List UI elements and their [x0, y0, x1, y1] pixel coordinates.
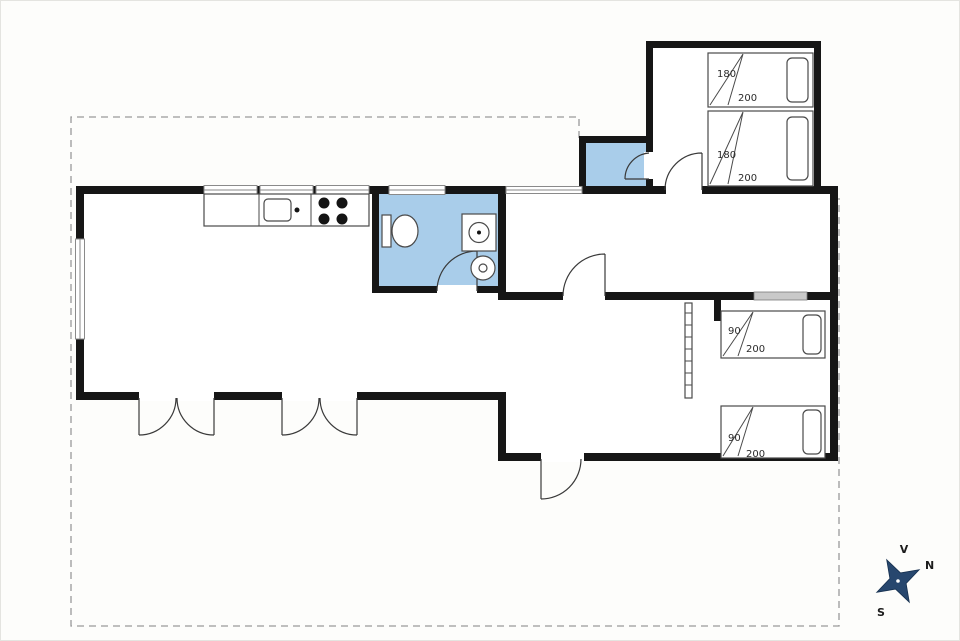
bedroom-north: 180 200 180 200: [707, 52, 814, 187]
round-basin: [470, 255, 496, 281]
wall-bedroom-north-bottom-a: [646, 186, 666, 194]
sink-faucet: [294, 207, 300, 213]
hallway-door: [562, 253, 606, 297]
wall-step: [498, 392, 506, 461]
entrance-door: [540, 458, 582, 500]
bathroom: [381, 213, 497, 281]
compass-rose: V N S: [875, 543, 934, 619]
terrace-door-opening-2: [282, 391, 357, 401]
wall-bath-left: [372, 186, 379, 293]
bed-length-label: 200: [738, 93, 757, 104]
duvet-fold: [709, 111, 744, 185]
bedroom-east-window: [753, 291, 808, 301]
terrace-double-door-1-left: [138, 397, 177, 436]
doors: [138, 152, 703, 500]
compass-label-north: N: [925, 559, 934, 572]
door-openings: [139, 152, 654, 462]
wall-bedroom-north-right: [814, 41, 821, 194]
bed-length-label: 200: [746, 449, 765, 460]
wetroom-door-opening: [644, 152, 654, 179]
wall-right: [830, 186, 838, 461]
bed-pillow: [802, 314, 822, 355]
kitchen-sink: [263, 198, 292, 222]
single-bed-2: 90 200: [720, 405, 826, 460]
bathroom-door-opening: [437, 285, 477, 294]
duvet-fold: [722, 406, 754, 457]
bed-width-label: 180: [717, 150, 736, 161]
main-floor: [79, 190, 834, 458]
wall-bedroom-north-top: [646, 41, 821, 48]
bed-width-label: 90: [728, 433, 741, 444]
compass-label-south: S: [877, 606, 885, 619]
double-bed-1: 180 200: [707, 52, 814, 108]
folding-partition: [684, 302, 693, 399]
bed-pillow: [786, 57, 809, 103]
wall-wetroom-top: [579, 136, 649, 143]
terrace-double-door-1-right: [176, 397, 215, 436]
wall-hall-b: [605, 292, 838, 300]
wall-bedroom-north-left: [646, 41, 653, 194]
wall-hall-a: [498, 292, 563, 300]
terrace-double-door-2-left: [281, 397, 320, 436]
bed-length-label: 200: [738, 173, 757, 184]
wall-wetroom-left: [579, 136, 586, 194]
compass-label-west: V: [900, 543, 909, 556]
wall-bath-right: [498, 186, 506, 293]
bedroom-north-door: [664, 152, 703, 191]
toilet: [381, 214, 419, 248]
bedroom-east: 90 200 90 200: [720, 310, 826, 460]
terrace-door-opening-1: [139, 391, 214, 401]
terrace-double-door-2-right: [319, 397, 358, 436]
double-bed-2: 180 200: [707, 110, 814, 187]
wall-bedroom-north-bottom-b: [702, 186, 838, 194]
windows: [75, 185, 808, 340]
bed-pillow: [802, 409, 822, 455]
entrance-wetroom-floor: [582, 141, 649, 192]
compass-center: [896, 579, 900, 583]
wall-bedroom-east-stub: [714, 300, 721, 321]
wetroom-door: [624, 152, 650, 180]
kitchen: [203, 193, 370, 227]
hob-4-burners: [318, 197, 348, 225]
washbasin: [461, 213, 497, 252]
bed-length-label: 200: [746, 344, 765, 355]
duvet-fold: [722, 311, 754, 357]
bed-width-label: 180: [717, 69, 736, 80]
wall-bottom-east: [498, 453, 838, 461]
bed-pillow: [786, 116, 809, 181]
entrance-door-opening: [541, 452, 584, 462]
plot-boundary-line: [70, 116, 840, 627]
wall-wetroom-bottom: [579, 186, 649, 194]
duvet-fold: [709, 53, 744, 106]
bed-width-label: 90: [728, 326, 741, 337]
single-bed-1: 90 200: [720, 310, 826, 359]
